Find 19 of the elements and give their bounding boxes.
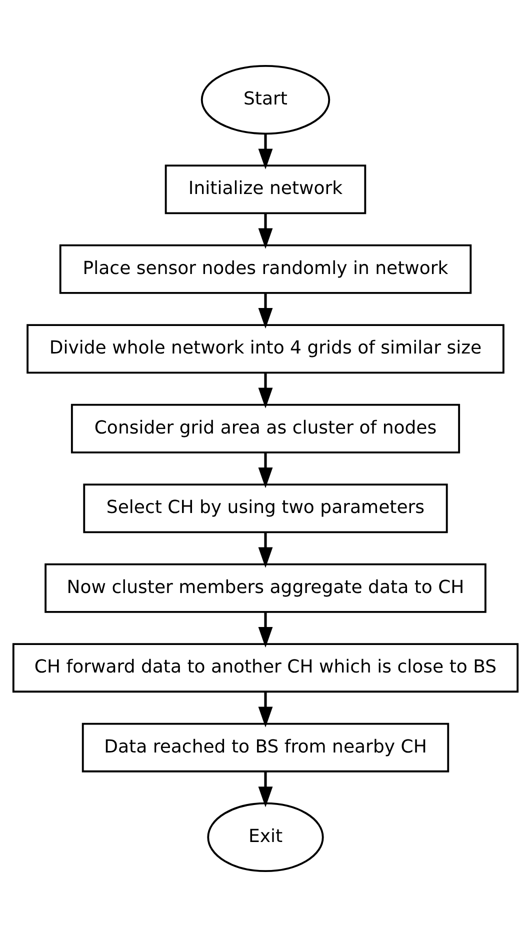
node-box: Consider grid area as cluster of nodes [70,403,460,453]
arrow [258,212,273,248]
arrow [258,292,273,328]
arrow [258,452,273,488]
node-ellipse: Exit [207,802,324,872]
arrow [258,532,273,568]
node-box: Data reached to BS from nearby CH [82,722,450,772]
node-box: CH forward data to another CH which is close to BS [12,642,519,692]
arrow [258,372,273,408]
arrow [258,691,273,727]
arrow [258,771,273,807]
node-box: Divide whole network into 4 grids of similar size [26,324,504,374]
node-box: Select CH by using two parameters [83,483,448,533]
arrow [258,133,273,169]
node-ellipse: Start [200,64,330,134]
arrow [258,612,273,648]
node-box: Initialize network [164,164,366,214]
node-box: Place sensor nodes randomly in network [59,244,472,294]
node-box: Now cluster members aggregate data to CH [44,562,486,612]
